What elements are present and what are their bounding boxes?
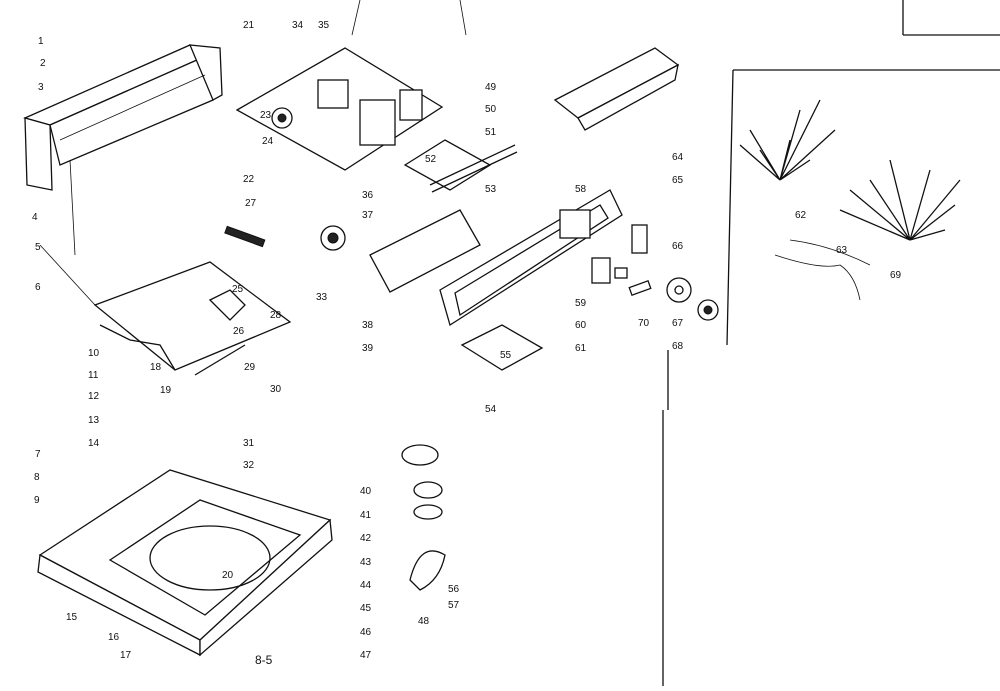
callout-label-58: 58: [575, 184, 587, 195]
callout-label-18: 18: [150, 362, 162, 373]
callout-label-69: 69: [890, 270, 902, 281]
callout-label-48: 48: [418, 616, 430, 627]
callout-label-54: 54: [485, 404, 497, 415]
callout-label-39: 39: [362, 343, 374, 354]
callout-label-1: 1: [38, 36, 44, 47]
callout-label-42: 42: [360, 533, 372, 544]
callout-label-57: 57: [448, 600, 460, 611]
cabinet-top: [37, 469, 333, 657]
callout-label-62: 62: [795, 210, 807, 221]
callout-label-7: 7: [35, 449, 41, 460]
leader-line: [459, 0, 467, 36]
callout-label-20: 20: [222, 570, 234, 581]
leader-line: [351, 0, 361, 36]
callout-label-21: 21: [243, 20, 255, 31]
callout-label-6: 6: [35, 282, 41, 293]
callout-label-33: 33: [316, 292, 328, 303]
callout-label-60: 60: [575, 320, 587, 331]
callout-label-61: 61: [575, 343, 587, 354]
callout-label-10: 10: [88, 348, 100, 359]
callout-label-65: 65: [672, 175, 684, 186]
callout-label-16: 16: [108, 632, 120, 643]
callout-label-44: 44: [360, 580, 372, 591]
agitator-parts: [401, 444, 446, 591]
callout-label-22: 22: [243, 174, 255, 185]
actuator-rod: [194, 344, 246, 376]
callout-label-66: 66: [672, 241, 684, 252]
control-mount-plate: [235, 47, 444, 171]
callout-label-41: 41: [360, 510, 372, 521]
callout-label-34: 34: [292, 20, 304, 31]
diagram-caption: 8-5: [255, 653, 273, 667]
callout-label-45: 45: [360, 603, 372, 614]
trim-plate: [460, 324, 544, 371]
callout-label-38: 38: [362, 320, 374, 331]
callout-label-53: 53: [485, 184, 497, 195]
fill-tube: [431, 151, 518, 193]
callout-label-11: 11: [88, 370, 99, 381]
callout-label-4: 4: [32, 212, 38, 223]
callout-label-47: 47: [360, 650, 372, 661]
console-front-panel: [439, 189, 623, 327]
callout-label-36: 36: [362, 190, 374, 201]
callout-label-40: 40: [360, 486, 372, 497]
callout-label-13: 13: [88, 415, 100, 426]
callout-label-35: 35: [318, 20, 330, 31]
callout-label-30: 30: [270, 384, 282, 395]
callout-label-29: 29: [244, 362, 256, 373]
callout-label-17: 17: [120, 650, 132, 661]
callout-label-24: 24: [262, 136, 274, 147]
fill-tube: [429, 144, 516, 186]
console-backsplash: [23, 44, 223, 191]
callout-label-14: 14: [88, 438, 100, 449]
top-cover: [39, 159, 292, 371]
callout-label-2: 2: [40, 58, 46, 69]
callout-label-68: 68: [672, 341, 684, 352]
callout-label-64: 64: [672, 152, 684, 163]
wire-harness: [739, 99, 961, 301]
knob-set: [591, 224, 719, 321]
switch-strip: [224, 225, 266, 248]
callout-label-23: 23: [260, 110, 272, 121]
callout-label-32: 32: [243, 460, 255, 471]
switch-panel: [320, 209, 481, 293]
callout-label-67: 67: [672, 318, 684, 329]
callout-label-56: 56: [448, 584, 460, 595]
callout-label-52: 52: [425, 154, 437, 165]
callout-label-31: 31: [243, 438, 255, 449]
callout-label-12: 12: [88, 391, 100, 402]
callout-label-43: 43: [360, 557, 372, 568]
callout-label-49: 49: [485, 82, 497, 93]
mount-bracket: [553, 47, 680, 131]
callout-label-3: 3: [38, 82, 44, 93]
callout-label-8: 8: [34, 472, 40, 483]
callout-label-59: 59: [575, 298, 587, 309]
callout-label-70: 70: [638, 318, 650, 329]
inset-box-left: [726, 69, 734, 346]
callout-label-27: 27: [245, 198, 257, 209]
timer-bracket: [403, 139, 492, 191]
callout-label-63: 63: [836, 245, 848, 256]
callout-label-37: 37: [362, 210, 374, 221]
callout-label-46: 46: [360, 627, 372, 638]
callout-label-28: 28: [270, 310, 282, 321]
callout-label-5: 5: [35, 242, 41, 253]
callout-label-19: 19: [160, 385, 172, 396]
callout-label-55: 55: [500, 350, 512, 361]
callout-label-9: 9: [34, 495, 40, 506]
callout-label-25: 25: [232, 284, 244, 295]
callout-label-50: 50: [485, 104, 497, 115]
callout-label-51: 51: [485, 127, 497, 138]
callout-labels: 1234567891011121314151617181920212223242…: [32, 20, 902, 661]
callout-label-15: 15: [66, 612, 78, 623]
callout-label-26: 26: [233, 326, 245, 337]
